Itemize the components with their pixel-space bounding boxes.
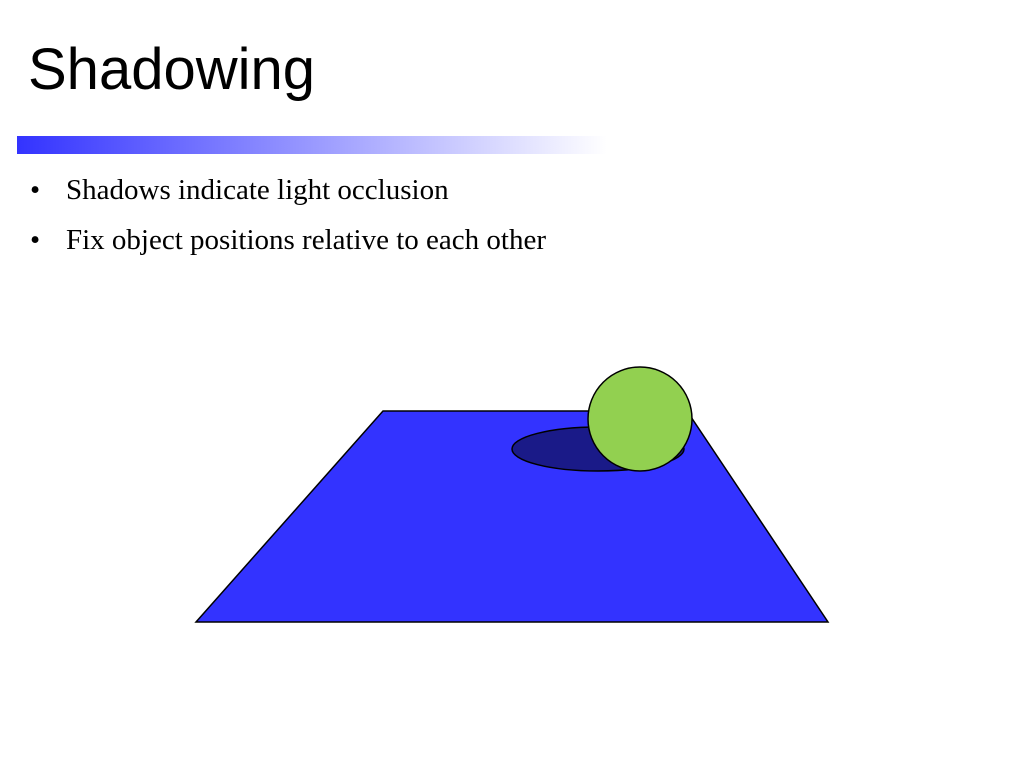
bullet-dot: • [30, 174, 41, 206]
ground-plane [194, 410, 830, 623]
slide-title: Shadowing [28, 37, 315, 102]
title-accent-bar [17, 136, 607, 154]
bullet-text: Fix object positions relative to each ot… [66, 224, 546, 256]
bullet-text: Shadows indicate light occlusion [66, 174, 449, 206]
bullet-list: • Shadows indicate light occlusion • Fix… [28, 170, 568, 270]
bullet-item: • Shadows indicate light occlusion [28, 170, 568, 210]
bullet-item: • Fix object positions relative to each … [28, 220, 568, 260]
green-ball [587, 366, 693, 472]
bullet-dot: • [30, 224, 41, 256]
